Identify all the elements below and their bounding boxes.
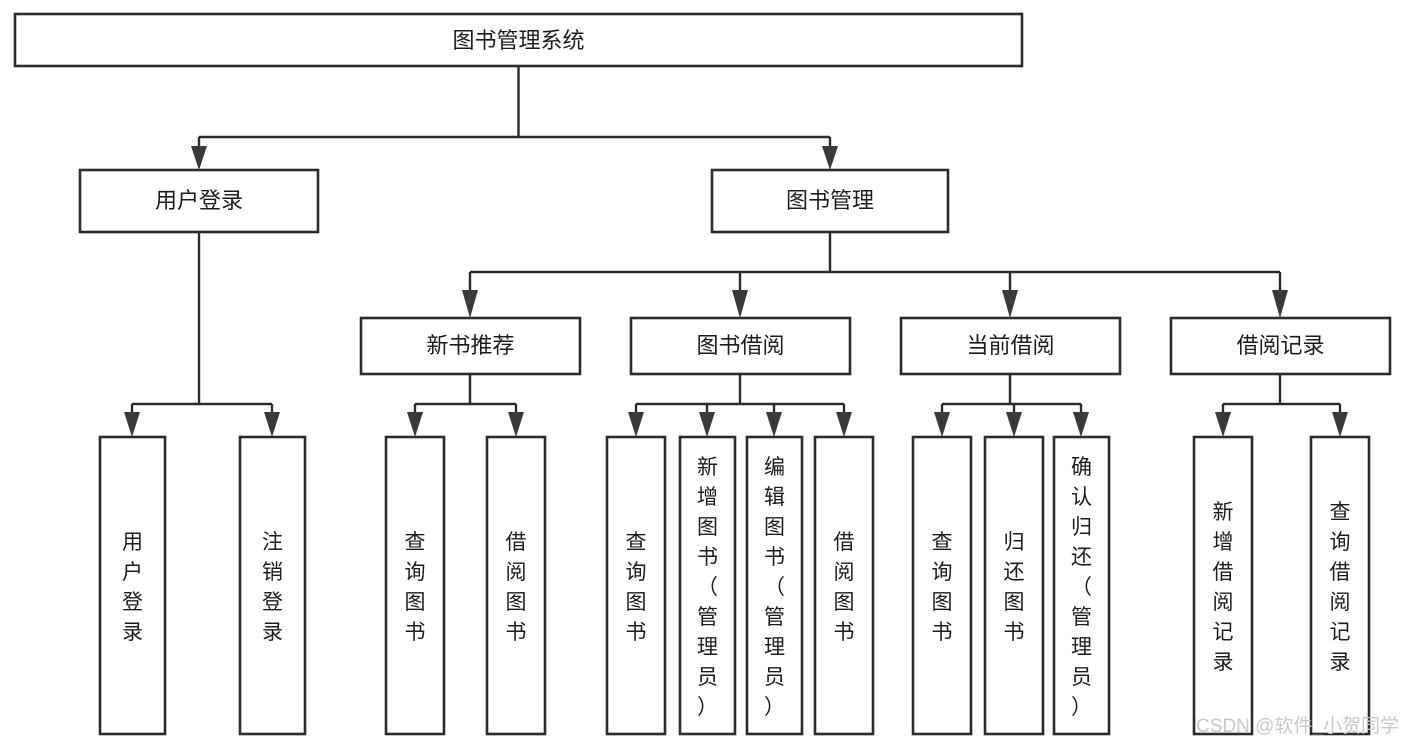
csdn-watermark: CSDN @软件_小贺同学 [1196, 715, 1399, 737]
leaf-query-book-c[interactable]: 查询图书 [911, 435, 973, 736]
leaf-query-book-c-label: 查询图书 [932, 531, 953, 644]
arrow-to-leaf-user-login [124, 412, 140, 437]
leaf-borrow-book-a-box[interactable] [485, 435, 547, 736]
leaf-add-book-label: 新增图书（管理员） [697, 456, 718, 719]
leaf-add-record-label: 新增借阅记录 [1213, 501, 1234, 674]
node-user-login-box[interactable] [78, 168, 320, 234]
arrow-to-leaf-confirm-return [1073, 412, 1089, 437]
arrow-to-leaf-query-book-c [934, 412, 950, 437]
leaf-return-book[interactable]: 归还图书 [983, 435, 1045, 736]
connector-layer [124, 66, 1348, 437]
arrow-to-book-borrow [732, 290, 748, 318]
node-book-mgmt[interactable]: 图书管理 [710, 168, 950, 234]
leaf-query-book-a[interactable]: 查询图书 [384, 435, 446, 736]
node-new-book-rec-label: 新书推荐 [426, 333, 514, 358]
leaf-add-record-box[interactable] [1192, 435, 1254, 736]
leaf-edit-book[interactable]: 编辑图书（管理员） [745, 435, 804, 736]
arrow-to-leaf-add-record [1215, 412, 1231, 437]
leaf-confirm-return-label: 确认归还（管理员） [1071, 456, 1092, 719]
arrow-to-current-borrow [1002, 290, 1018, 318]
leaf-confirm-return[interactable]: 确认归还（管理员） [1052, 435, 1111, 736]
node-current-borrow-box[interactable] [899, 316, 1122, 376]
node-book-borrow-label: 图书借阅 [696, 333, 784, 358]
node-current-borrow-label: 当前借阅 [966, 333, 1054, 358]
node-borrow-record-label: 借阅记录 [1236, 333, 1324, 358]
leaf-user-logout-box[interactable] [238, 435, 307, 736]
arrow-to-leaf-query-book-b [628, 412, 644, 437]
leaf-user-login-box[interactable] [98, 435, 167, 736]
leaf-query-record-label: 查询借阅记录 [1330, 501, 1351, 674]
node-new-book-rec-box[interactable] [359, 316, 582, 376]
leaf-user-logout-label: 注销登录 [262, 531, 283, 644]
arrow-to-leaf-user-logout [264, 412, 280, 437]
arrow-to-leaf-query-record [1332, 412, 1348, 437]
node-book-borrow-box[interactable] [629, 316, 852, 376]
leaf-borrow-book-b[interactable]: 借阅图书 [813, 435, 875, 736]
arrow-to-user-login [191, 146, 207, 170]
leaf-query-book-b-box[interactable] [605, 435, 667, 736]
node-root[interactable]: 图书管理系统 [13, 12, 1024, 68]
leaf-confirm-return-box[interactable] [1052, 435, 1111, 736]
node-book-mgmt-label: 图书管理 [786, 188, 874, 213]
arrow-to-leaf-edit-book [766, 412, 782, 437]
node-borrow-record[interactable]: 借阅记录 [1169, 316, 1392, 376]
leaf-return-book-label: 归还图书 [1004, 531, 1025, 644]
node-root-label: 图书管理系统 [452, 28, 584, 53]
arrow-to-leaf-return-book [1006, 412, 1022, 437]
leaf-add-book[interactable]: 新增图书（管理员） [678, 435, 737, 736]
node-book-borrow[interactable]: 图书借阅 [629, 316, 852, 376]
leaf-borrow-book-b-box[interactable] [813, 435, 875, 736]
leaf-query-book-c-box[interactable] [911, 435, 973, 736]
arrow-to-book-mgmt [822, 146, 838, 170]
node-book-mgmt-box[interactable] [710, 168, 950, 234]
leaf-query-book-b-label: 查询图书 [626, 531, 647, 644]
node-root-box[interactable] [13, 12, 1024, 68]
node-current-borrow[interactable]: 当前借阅 [899, 316, 1122, 376]
leaf-edit-book-box[interactable] [745, 435, 804, 736]
arrow-to-leaf-borrow-book-b [836, 412, 852, 437]
arrow-to-leaf-add-book [699, 412, 715, 437]
leaf-add-record[interactable]: 新增借阅记录 [1192, 435, 1254, 736]
leaf-borrow-book-b-label: 借阅图书 [834, 531, 855, 644]
node-borrow-record-box[interactable] [1169, 316, 1392, 376]
leaf-query-record-box[interactable] [1309, 435, 1371, 736]
arrow-to-leaf-query-book-a [407, 412, 423, 437]
leaf-query-book-b[interactable]: 查询图书 [605, 435, 667, 736]
leaf-borrow-book-a-label: 借阅图书 [506, 531, 527, 644]
leaf-user-logout[interactable]: 注销登录 [238, 435, 307, 736]
leaf-query-book-a-label: 查询图书 [405, 531, 426, 644]
leaf-borrow-book-a[interactable]: 借阅图书 [485, 435, 547, 736]
arrow-to-borrow-record [1272, 290, 1288, 318]
node-user-login[interactable]: 用户登录 [78, 168, 320, 234]
leaf-return-book-box[interactable] [983, 435, 1045, 736]
node-new-book-rec[interactable]: 新书推荐 [359, 316, 582, 376]
leaf-add-book-box[interactable] [678, 435, 737, 736]
leaf-user-login-label: 用户登录 [122, 531, 143, 644]
leaf-edit-book-label: 编辑图书（管理员） [764, 456, 785, 719]
arrow-to-new-book-rec [462, 290, 478, 318]
leaf-query-book-a-box[interactable] [384, 435, 446, 736]
leaf-user-login[interactable]: 用户登录 [98, 435, 167, 736]
arrow-to-leaf-borrow-book-a [508, 412, 524, 437]
leaf-query-record[interactable]: 查询借阅记录 [1309, 435, 1371, 736]
node-user-login-label: 用户登录 [155, 188, 243, 213]
leaf-node-layer: 用户登录 注销登录 查询图书 借阅图书 查询图书 新增图书（管理员） 编辑图书（管理员） 借阅… [98, 435, 1371, 736]
